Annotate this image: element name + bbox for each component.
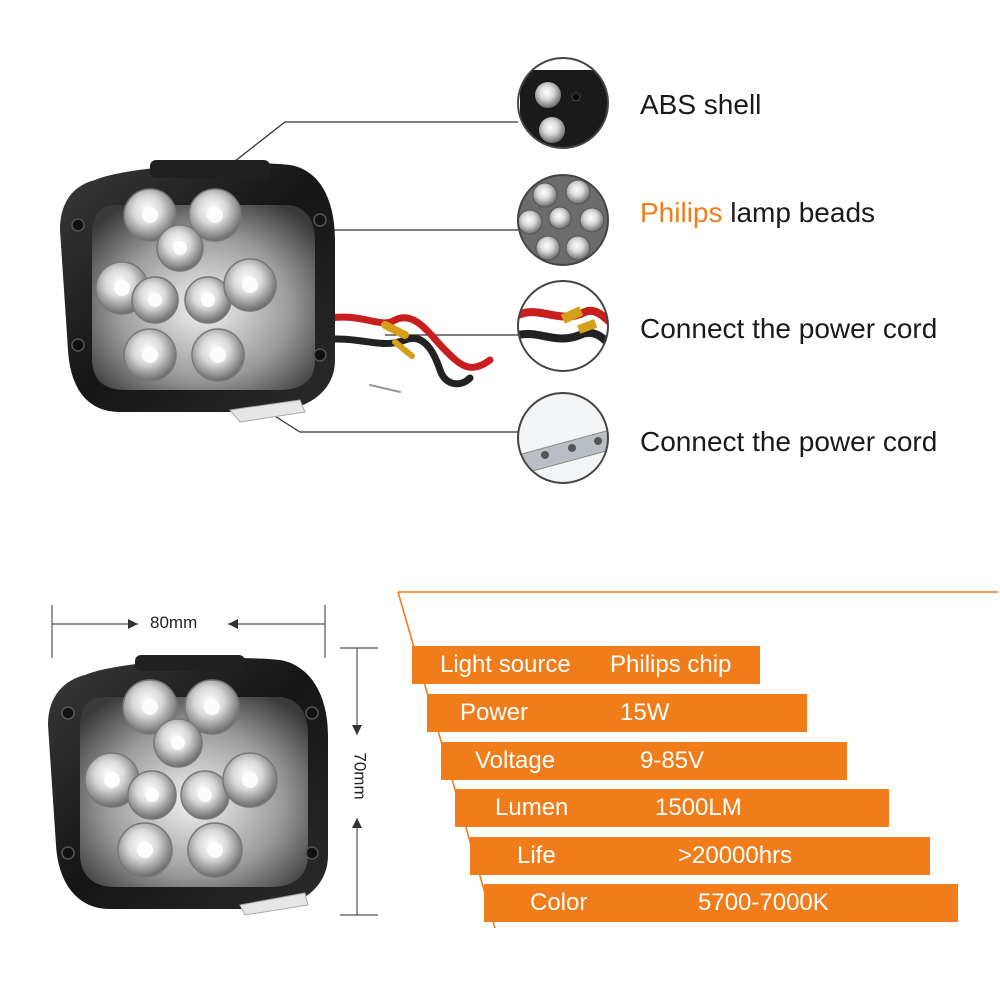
height-label: 70mm [350, 752, 370, 800]
spec-row-life [470, 837, 930, 875]
callout-bracket-label: Connect the power cord [640, 426, 938, 457]
spec-value: 5700-7000K [698, 889, 829, 916]
spec-row-light-source [412, 646, 760, 684]
spec-label: Color [530, 889, 588, 916]
lamp-top [60, 160, 494, 423]
width-label: 80mm [150, 613, 198, 632]
spec-value: 9-85V [640, 747, 705, 774]
spec-label: Light source [440, 651, 571, 678]
height-dimension-line [340, 647, 378, 916]
callout-shell-thumb [518, 58, 608, 148]
spec-value: 1500LM [655, 794, 742, 821]
callout-beads-thumb [518, 175, 608, 265]
callout-bracket-thumb [518, 393, 608, 483]
callout-circle-beads [517, 174, 609, 266]
spec-row-voltage [441, 742, 847, 780]
spec-row-color [484, 884, 958, 922]
spec-value: Philips chip [610, 651, 732, 678]
callout-cord-thumb [518, 281, 608, 371]
callout-beads-rest: lamp beads [722, 197, 876, 228]
leader-shell [229, 121, 518, 166]
lamp-dimensioned [48, 655, 328, 916]
callout-shell-label: ABS shell [640, 89, 762, 120]
spec-value: >20000hrs [678, 842, 793, 869]
callout-circle-cord [517, 280, 609, 372]
spec-label: Voltage [475, 747, 556, 774]
callout-circle-bracket [517, 392, 609, 484]
spec-row-lumen [455, 789, 889, 827]
callout-cord-label: Connect the power cord [640, 313, 938, 344]
mount-bracket [229, 399, 306, 423]
power-wires [316, 313, 494, 393]
callout-beads-label: Philips lamp beads [640, 197, 875, 229]
spec-row-power [427, 694, 807, 732]
spec-label: Lumen [495, 794, 569, 821]
spec-label: Power [460, 699, 529, 726]
brand-name: Philips [640, 197, 723, 228]
spec-value: 15W [620, 699, 670, 726]
callout-circle-shell [517, 57, 609, 149]
width-dimension-line [51, 605, 326, 658]
spec-label: Life [517, 842, 556, 869]
